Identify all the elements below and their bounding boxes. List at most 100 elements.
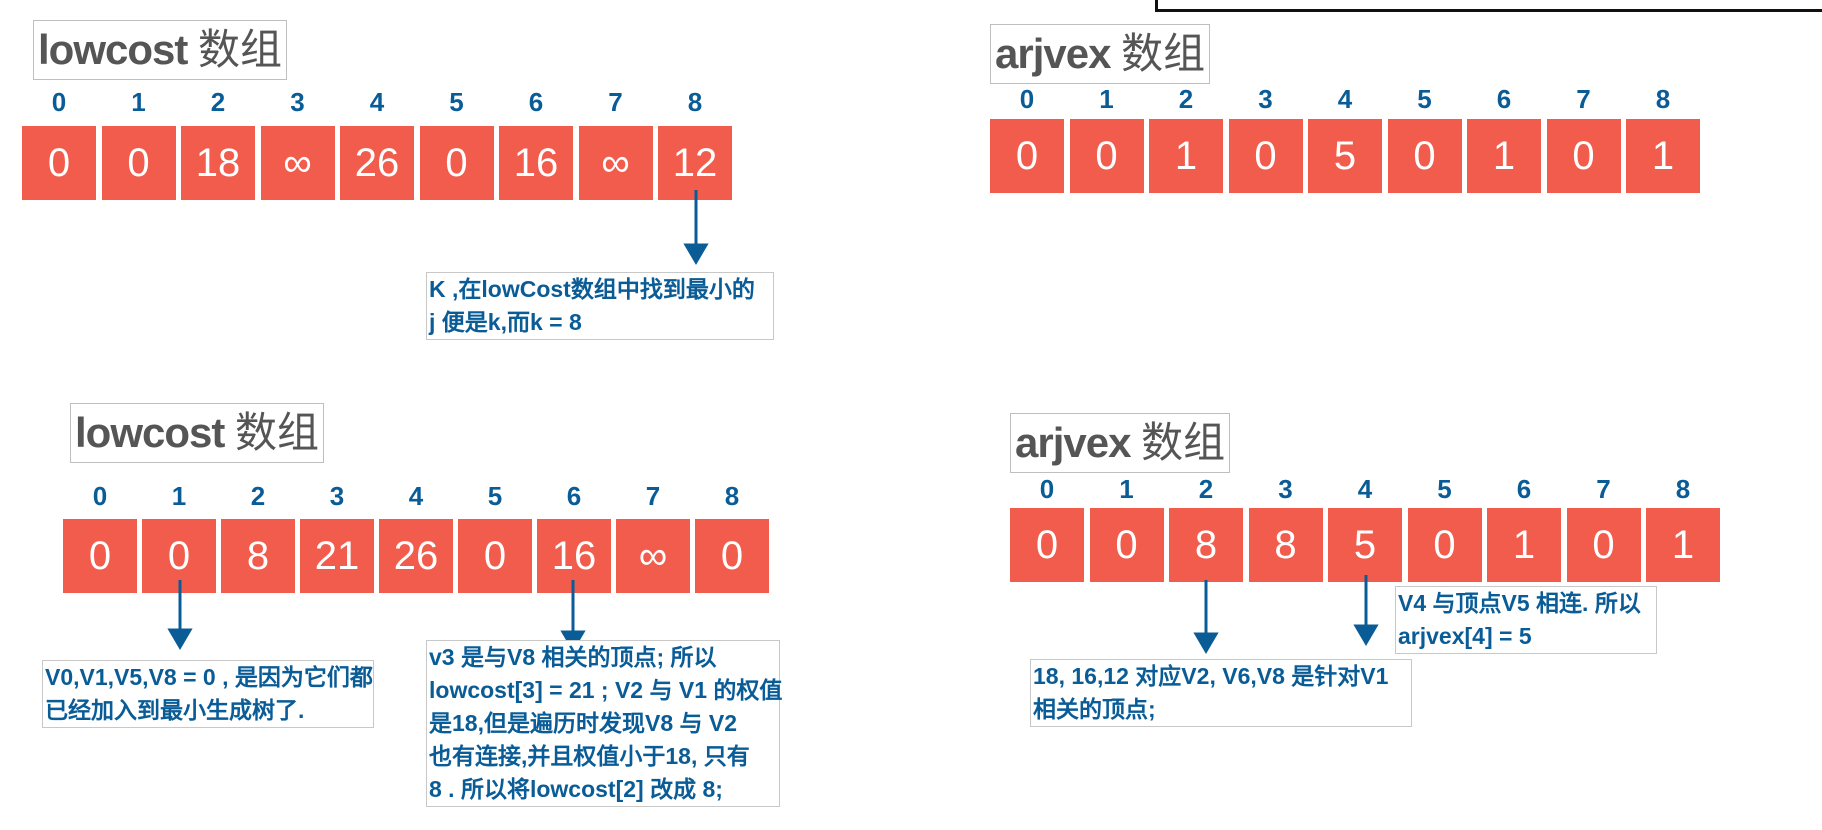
array-cell: 1: [1626, 119, 1700, 193]
index-label: 6: [566, 481, 582, 511]
array-cell: 1: [1149, 119, 1223, 193]
index-label: 2: [1178, 84, 1194, 114]
arrow-v2-head: [1193, 632, 1219, 654]
array-cell: 0: [1089, 508, 1164, 582]
note-line: 是18,但是遍历时发现V8 与 V2: [429, 710, 738, 736]
arrow-v0-head: [167, 628, 193, 650]
index-label: 5: [1437, 474, 1452, 504]
note-line: 18, 16,12 对应V2, V6,V8 是针对V1: [1033, 663, 1389, 689]
index-label: 3: [329, 481, 345, 511]
array-cell: 0: [990, 119, 1064, 193]
index-label: 8: [724, 481, 740, 511]
index-label: 5: [449, 87, 464, 117]
array-cell: 0: [1010, 508, 1084, 582]
array-cell: 0: [63, 519, 137, 593]
note-v2: 18, 16,12 对应V2, V6,V8 是针对V1 相关的顶点;: [1030, 659, 1412, 727]
title-cn: 数组: [235, 409, 320, 456]
note-line: 也有连接,并且权值小于18, 只有: [429, 743, 750, 769]
title-arjvex-bottom: arjvex 数组: [1010, 413, 1231, 473]
index-label: 0: [1019, 84, 1035, 114]
index-label: 4: [408, 481, 424, 511]
index-label: 4: [1357, 474, 1373, 504]
note-line: arjvex[4] = 5: [1398, 623, 1532, 649]
array-cell: ∞: [616, 519, 690, 593]
index-label: 7: [1576, 84, 1591, 114]
index-label: 4: [1337, 84, 1353, 114]
array-cell: 21: [300, 519, 374, 593]
array-cell: 0: [419, 126, 494, 200]
index-label: 1: [171, 481, 187, 511]
array-cell: 12: [658, 126, 732, 200]
index-label: 6: [528, 87, 544, 117]
array-cell: 0: [1228, 119, 1303, 193]
array-cell: 0: [695, 519, 769, 593]
array-cell: 1: [1646, 508, 1720, 582]
array-cell: 0: [1546, 119, 1621, 193]
title-en: lowcost: [38, 26, 188, 73]
array-cell: 16: [537, 519, 611, 593]
index-label: 1: [1119, 474, 1134, 504]
array-cell: 0: [142, 519, 216, 593]
index-label: 7: [645, 481, 661, 511]
index-label: 2: [210, 87, 226, 117]
title-cn: 数组: [198, 26, 283, 73]
array-cell: ∞: [578, 126, 653, 200]
title-en: lowcost: [75, 409, 225, 456]
note-line: V4 与顶点V5 相连. 所以: [1398, 590, 1641, 616]
array-cell: 0: [1407, 508, 1482, 582]
index-label: 1: [131, 87, 146, 117]
index-label: 6: [1496, 84, 1512, 114]
note-line: 已经加入到最小生成树了.: [45, 697, 305, 723]
title-en: arjvex: [995, 30, 1111, 77]
array-cell: 0: [1069, 119, 1144, 193]
title-cn: 数组: [1121, 30, 1206, 77]
index-label: 0: [51, 87, 67, 117]
array-cell: 1: [1467, 119, 1541, 193]
note-line: 相关的顶点;: [1033, 696, 1156, 722]
note-line: K ,在lowCost数组中找到最小的: [429, 276, 755, 302]
note-line: 8 . 所以将lowcost[2] 改成 8;: [429, 776, 723, 802]
index-label: 0: [92, 481, 108, 511]
index-label: 8: [687, 87, 703, 117]
note-v4: V4 与顶点V5 相连. 所以 arjvex[4] = 5: [1395, 586, 1657, 654]
array-cell: 0: [458, 519, 532, 593]
arrow-k-head: [683, 243, 709, 265]
index-label: 2: [1198, 474, 1214, 504]
array-cell: 5: [1328, 508, 1402, 582]
note-line: lowcost[3] = 21 ; V2 与 V1 的权值: [429, 677, 783, 703]
index-label: 1: [1099, 84, 1114, 114]
array-cell: 26: [340, 126, 414, 200]
array-cell: 0: [22, 126, 96, 200]
array-cell: 8: [1169, 508, 1243, 582]
note-line: v3 是与V8 相关的顶点; 所以: [429, 644, 717, 670]
index-label: 7: [1596, 474, 1611, 504]
note-line: j 便是k,而k = 8: [429, 309, 582, 335]
index-label: 5: [1417, 84, 1432, 114]
array-cell: 18: [181, 126, 255, 200]
array-cell: 8: [221, 519, 295, 593]
array-cell: ∞: [260, 126, 335, 200]
title-lowcost-top: lowcost 数组: [33, 20, 288, 80]
array-cell: 5: [1308, 119, 1382, 193]
note-v0: V0,V1,V5,V8 = 0 , 是因为它们都已经加入到最小生成树了.: [42, 660, 374, 728]
note-line: V0,V1,V5,V8 = 0 , 是因为它们都: [45, 664, 373, 690]
top-right-frame-edge: [1155, 0, 1822, 12]
index-label: 5: [487, 481, 503, 511]
note-k: K ,在lowCost数组中找到最小的 j 便是k,而k = 8: [426, 272, 774, 340]
index-label: 6: [1516, 474, 1532, 504]
title-lowcost-bottom: lowcost 数组: [70, 403, 325, 463]
index-label: 4: [369, 87, 385, 117]
index-label: 8: [1675, 474, 1691, 504]
array-cell: 8: [1248, 508, 1323, 582]
array-cell: 1: [1487, 508, 1561, 582]
title-cn: 数组: [1141, 419, 1226, 466]
index-label: 0: [1039, 474, 1055, 504]
index-label: 3: [1278, 474, 1293, 504]
array-cell: 26: [379, 519, 453, 593]
index-label: 3: [1258, 84, 1273, 114]
array-cell: 0: [1387, 119, 1462, 193]
arrow-v4-head: [1353, 624, 1379, 646]
index-label: 8: [1655, 84, 1671, 114]
array-cell: 16: [499, 126, 573, 200]
index-label: 7: [608, 87, 623, 117]
